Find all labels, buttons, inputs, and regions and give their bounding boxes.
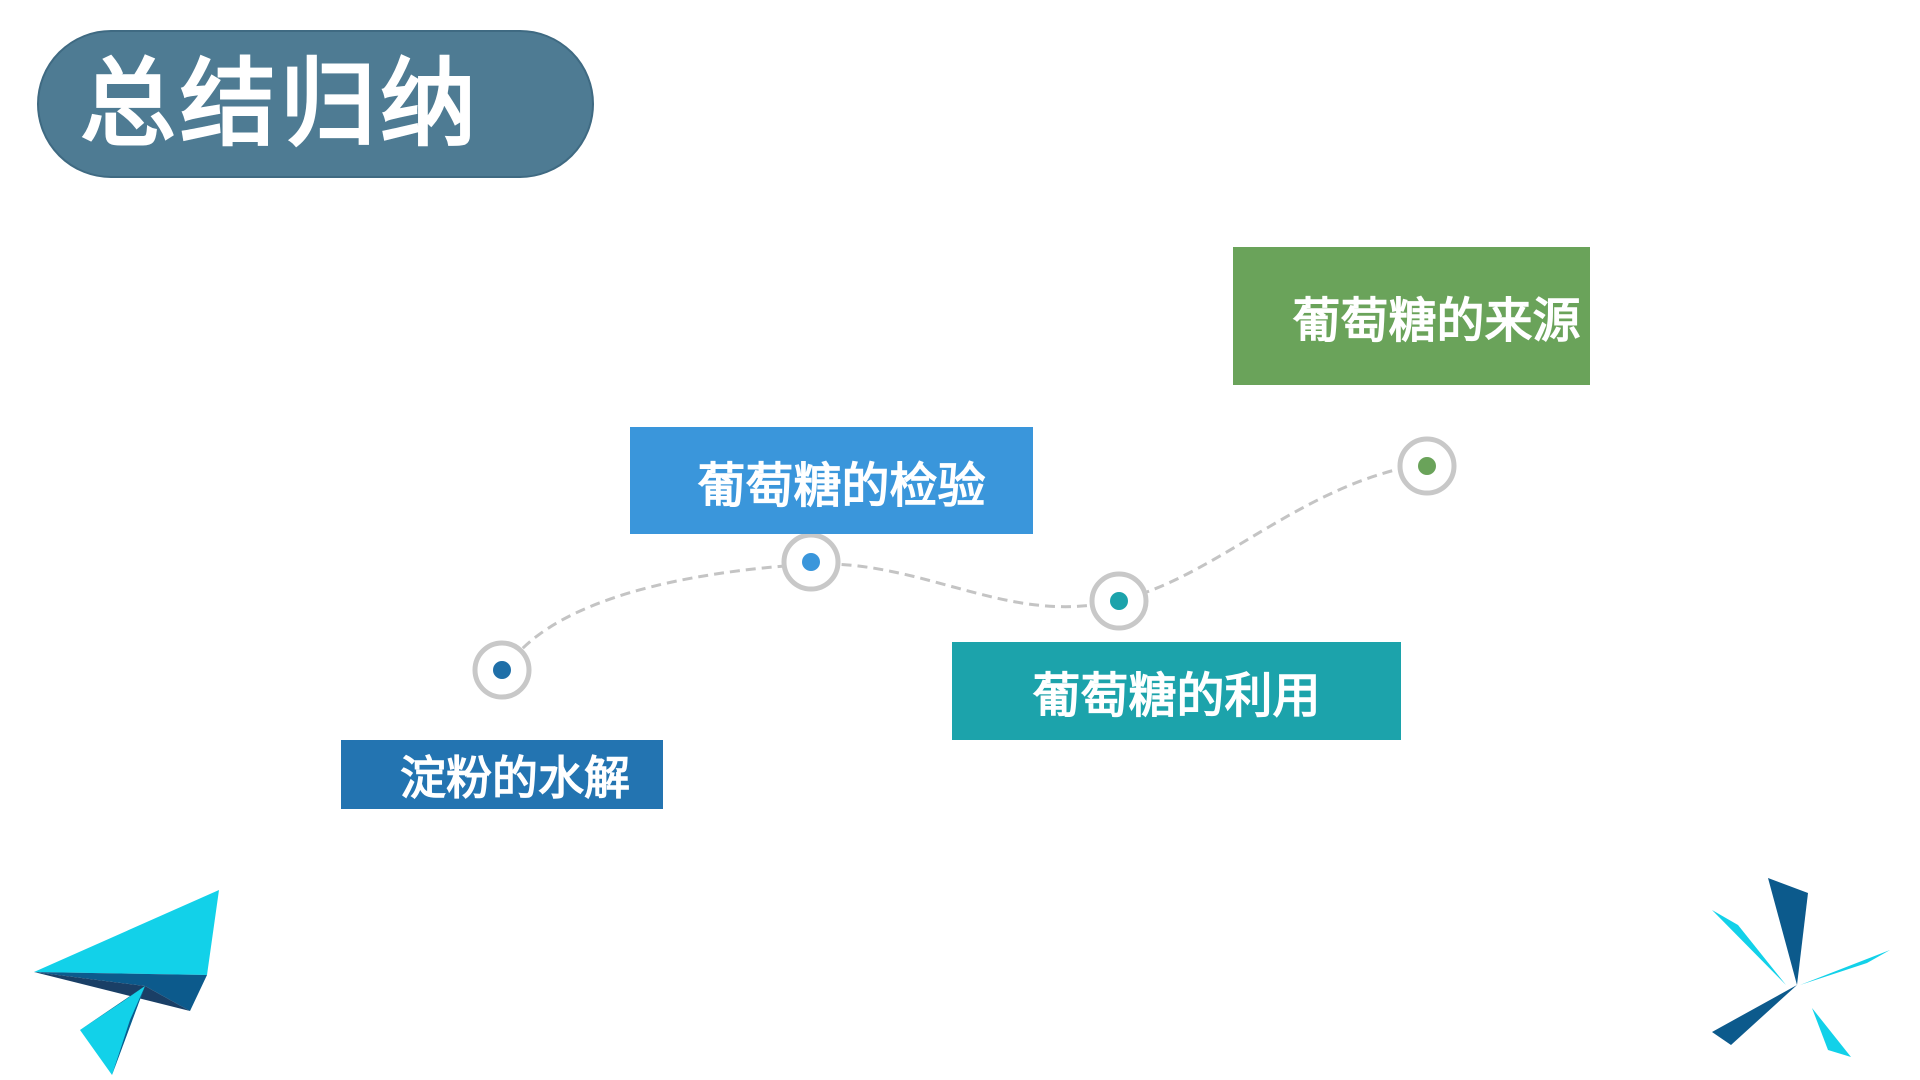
- pinwheel-icon: [1712, 878, 1890, 1057]
- step-label-2: 葡萄糖的检验: [697, 457, 986, 514]
- milestone-marker-1: [472, 640, 532, 700]
- paper-plane-icon: [34, 890, 219, 1075]
- connector-path: [510, 468, 1396, 661]
- step-box-1: 淀粉的水解: [341, 740, 663, 809]
- milestone-marker-3: [1089, 571, 1149, 631]
- step-box-4: 葡萄糖的来源: [1233, 247, 1590, 385]
- step-label-3: 葡萄糖的利用: [1032, 668, 1321, 724]
- milestone-marker-4: [1397, 436, 1457, 496]
- milestone-marker-2: [781, 532, 841, 592]
- milestone-dot-4: [1418, 457, 1436, 475]
- step-label-1: 淀粉的水解: [400, 750, 630, 805]
- page-title: 总结归纳: [80, 48, 480, 160]
- milestone-dot-3: [1110, 592, 1128, 610]
- milestone-dot-2: [802, 553, 820, 571]
- title-pill: [37, 30, 594, 178]
- step-label-4: 葡萄糖的来源: [1292, 293, 1581, 349]
- step-box-3: 葡萄糖的利用: [952, 642, 1401, 740]
- step-box-2: 葡萄糖的检验: [630, 427, 1033, 534]
- milestone-dot-1: [493, 661, 511, 679]
